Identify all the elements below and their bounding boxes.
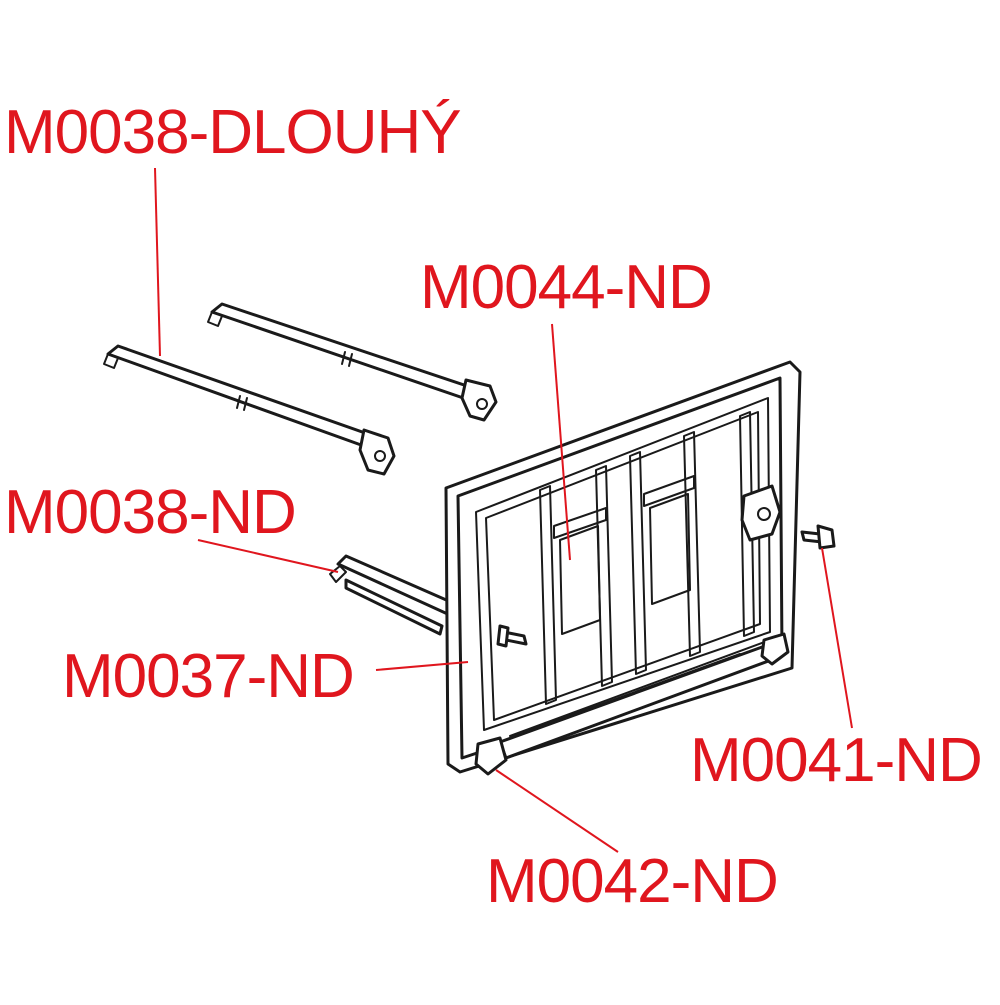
long-rod-upper — [207, 302, 498, 422]
short-rod — [329, 554, 462, 636]
leader-hinge — [495, 769, 619, 853]
leader-screw — [821, 547, 853, 729]
long-rod-lower — [103, 344, 396, 476]
leader-frame — [375, 661, 469, 671]
leader-rod-long — [154, 167, 161, 357]
label-rod: M0038-ND — [4, 478, 297, 547]
screw — [800, 524, 836, 550]
leader-rod — [197, 539, 339, 573]
leader-lines — [154, 167, 853, 853]
main-frame — [444, 360, 802, 776]
label-frame-clip: M0044-ND — [420, 253, 713, 322]
leader-frame-clip — [551, 323, 571, 561]
label-rod-long: M0038-DLOUHÝ — [4, 98, 462, 167]
label-frame: M0037-ND — [62, 642, 355, 711]
label-hinge: M0042-ND — [486, 847, 779, 916]
label-screw: M0041-ND — [690, 726, 983, 795]
